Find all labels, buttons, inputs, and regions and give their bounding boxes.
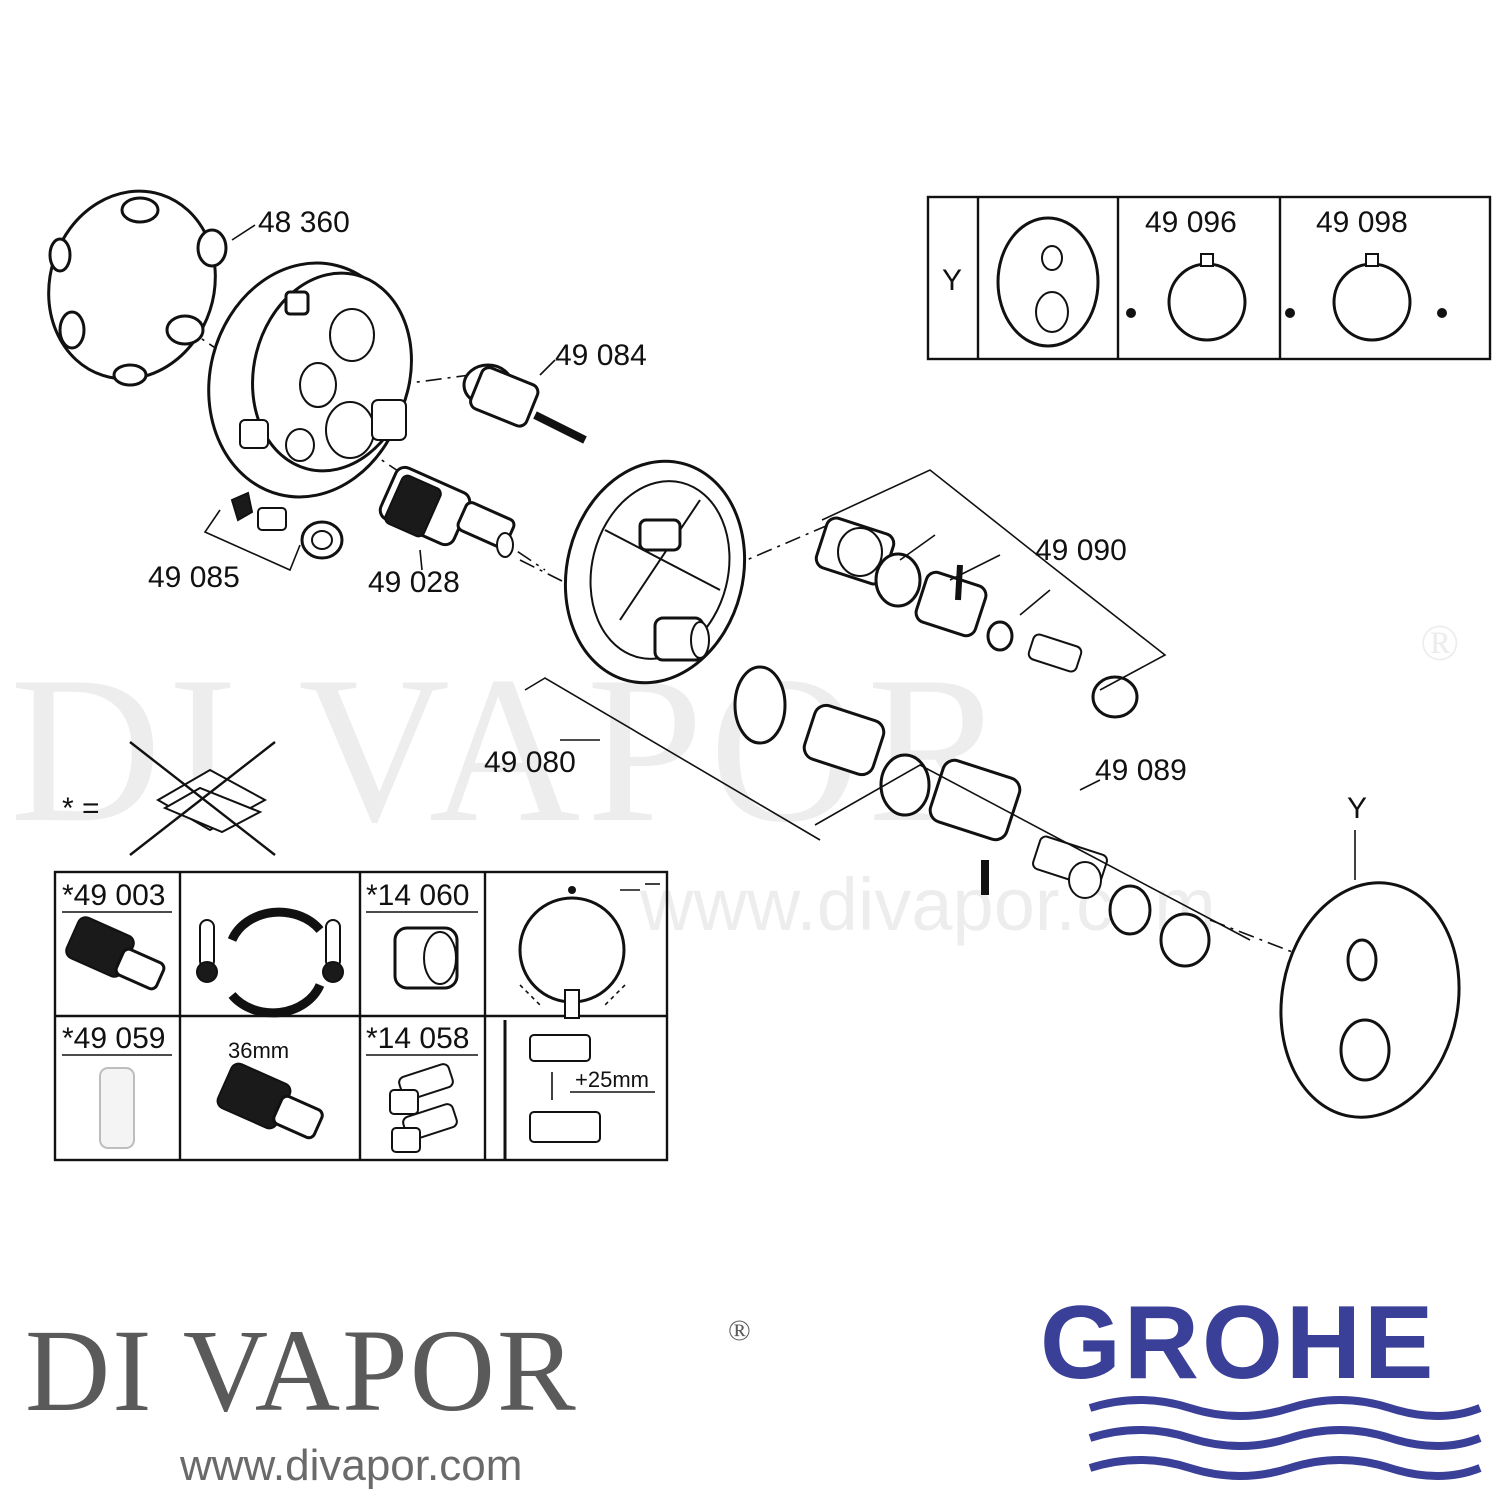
- not-supplied-note: * =: [62, 741, 276, 856]
- table-size-36mm: 36mm: [228, 1038, 289, 1063]
- divapor-logo: DI VAPOR ® www.divapor.com: [25, 1305, 753, 1490]
- table-size-25mm: +25mm: [575, 1067, 649, 1092]
- legend-row-label: Y: [942, 264, 962, 297]
- valve-body[interactable]: [184, 242, 432, 518]
- escutcheon-y[interactable]: [1263, 830, 1477, 1131]
- brand-registered: ®: [728, 1314, 753, 1347]
- table-code-49059: *49 059: [62, 1022, 165, 1055]
- label-49084: 49 084: [555, 339, 647, 372]
- thermo-cartridge-49028[interactable]: [377, 464, 516, 571]
- grohe-logo: GROHE: [1040, 1285, 1482, 1480]
- label-49080: 49 080: [484, 746, 576, 779]
- ring-seal-48360[interactable]: [25, 169, 240, 400]
- grohe-wave-1: [1088, 1396, 1482, 1420]
- label-49028: 49 028: [368, 566, 460, 599]
- label-49085: 49 085: [148, 561, 240, 594]
- brand-url: www.divapor.com: [179, 1441, 522, 1490]
- watermark-registered: ®: [1420, 615, 1466, 672]
- mounting-plate-49080[interactable]: [543, 442, 768, 702]
- label-48360: 48 360: [258, 206, 350, 239]
- extension-14058-thumb: [389, 1063, 458, 1153]
- legend-code-49096: 49 096: [1145, 206, 1237, 239]
- table-code-49003: *49 003: [62, 879, 165, 912]
- legend-top: Y 49 096 49 098: [926, 195, 1492, 361]
- sleeve-14060-thumb: [393, 926, 459, 990]
- spares-table: *49 003 *14 060 *49 059: [53, 870, 669, 1162]
- brand-name: DI VAPOR: [25, 1305, 578, 1436]
- note-symbol: * =: [62, 792, 100, 825]
- extension-set-49090[interactable]: [814, 469, 1167, 719]
- table-code-14058: *14 058: [366, 1022, 469, 1055]
- cartridge-36mm-thumb: [216, 1062, 324, 1140]
- label-49090: 49 090: [1035, 534, 1127, 567]
- cartridge-49003-thumb: [65, 916, 166, 991]
- flow-dial-icon: [518, 883, 660, 1019]
- legend-code-49098: 49 098: [1316, 206, 1408, 239]
- label-escutcheon-y: Y: [1347, 792, 1367, 825]
- cartridge-49084[interactable]: [462, 363, 587, 444]
- wall-depth-icon: [503, 1020, 655, 1160]
- tube-49059-thumb: [99, 1067, 135, 1149]
- grohe-wave-3: [1088, 1456, 1482, 1480]
- grohe-wave-2: [1088, 1426, 1482, 1450]
- label-49089: 49 089: [1095, 754, 1187, 787]
- temperature-cycle-icon: [196, 907, 344, 1018]
- grohe-wordmark: GROHE: [1040, 1285, 1436, 1401]
- extension-set-49089[interactable]: [733, 665, 1251, 968]
- check-valve-49085[interactable]: [203, 491, 344, 572]
- table-code-14060: *14 060: [366, 879, 469, 912]
